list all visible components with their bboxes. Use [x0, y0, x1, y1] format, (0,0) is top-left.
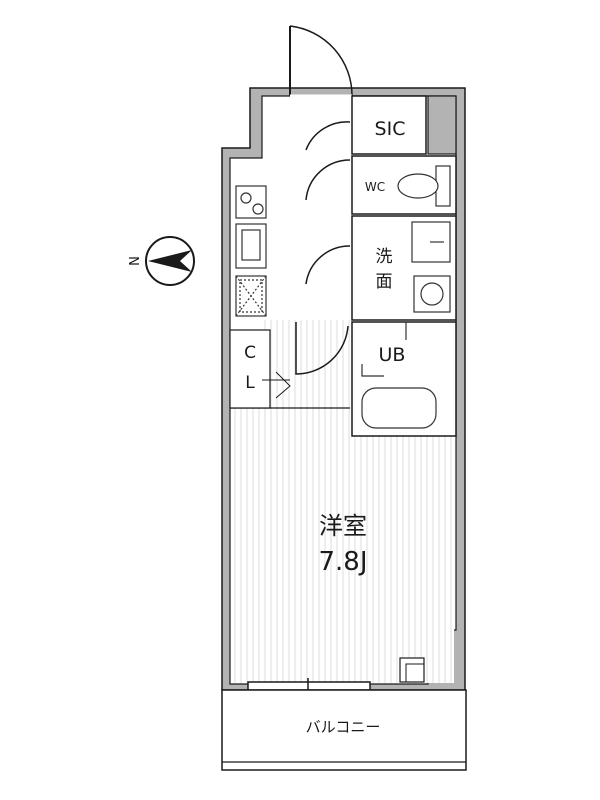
closet-label-l: L: [245, 373, 255, 393]
western-room-floor-upper: [264, 320, 350, 410]
north-arrow: [145, 236, 195, 286]
washroom-label-1: 洗: [376, 247, 393, 267]
sic-wall-fill: [427, 95, 457, 155]
service-walls: [351, 95, 457, 437]
washroom-label-2: 面: [376, 272, 393, 292]
step-box: [399, 657, 425, 683]
balcony: [221, 689, 467, 771]
north-label: N: [128, 256, 143, 266]
step-box-inner: [405, 663, 425, 683]
closet: [229, 329, 271, 409]
inner-doors: [295, 121, 351, 375]
washbasin: [411, 221, 451, 313]
entrance-door: [289, 25, 353, 98]
balcony-label: バルコニー: [306, 718, 381, 736]
bathtub: [361, 322, 437, 429]
closet-label-c: C: [244, 343, 256, 363]
ub-label: UB: [379, 344, 406, 366]
sic-label: SIC: [375, 118, 406, 140]
western-room-floor: [232, 408, 454, 683]
toilet: [397, 165, 451, 207]
room-name-label: 洋室: [319, 512, 367, 540]
kitchen: [235, 185, 267, 317]
wc-label: WC: [365, 180, 385, 194]
room-size-label: 7.8J: [318, 547, 367, 577]
closet-arrow: [275, 371, 291, 399]
